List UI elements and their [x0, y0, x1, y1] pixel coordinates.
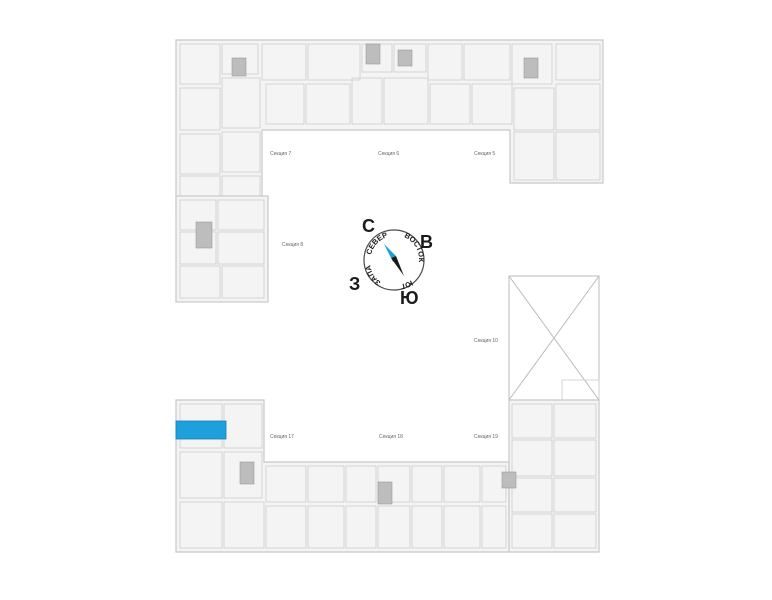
compass-west-letter: З: [349, 274, 360, 294]
compass-needle-north: [384, 244, 396, 258]
left-wing-upper: [175, 195, 269, 303]
compass-east-letter: В: [420, 232, 433, 252]
compass-south-letter: Ю: [400, 288, 419, 308]
section-label-7: Секция 7: [270, 151, 291, 157]
section-label-6: Секция 6: [378, 151, 399, 157]
section-labels: Секция 7 Секция 6 Секция 5 Секция 8 Секц…: [270, 151, 498, 440]
compass-north-letter: С: [362, 216, 375, 236]
section-label-5: Секция 5: [474, 151, 495, 157]
section-label-19: Секция 19: [474, 434, 498, 440]
top-wing: [175, 39, 604, 213]
highlighted-apartment[interactable]: [175, 420, 227, 440]
section-label-10: Секция 10: [474, 338, 498, 344]
right-wing: [508, 275, 600, 553]
bottom-wing: [175, 399, 517, 553]
section-label-17: Секция 17: [270, 434, 294, 440]
section-label-8: Секция 8: [282, 242, 303, 248]
section-label-18: Секция 18: [379, 434, 403, 440]
